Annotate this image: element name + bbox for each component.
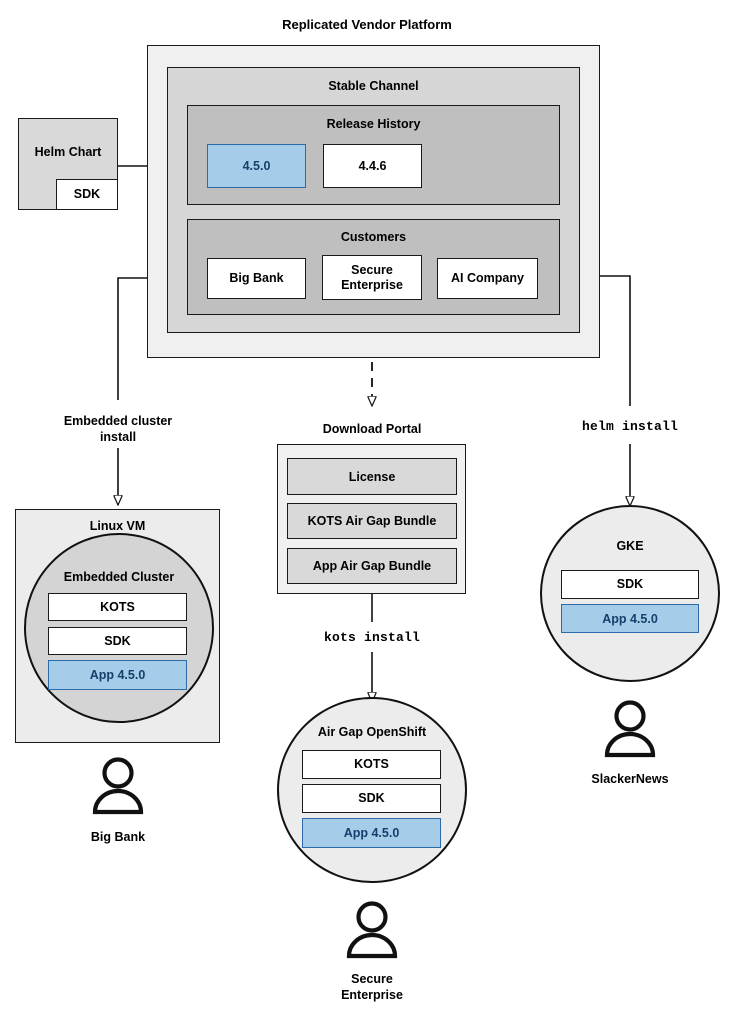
customer-secure-enterprise-line1: Secure [351, 263, 393, 278]
release-history-title: Release History [326, 117, 421, 131]
release-4-4-6[interactable]: 4.4.6 [323, 144, 422, 188]
artifact-license[interactable]: License [287, 458, 457, 495]
linux-vm-component-kots[interactable]: KOTS [48, 593, 187, 621]
stable-channel-title: Stable Channel [328, 79, 419, 93]
actor-icon-slackernews [604, 700, 656, 758]
artifact-kots-air-gap-bundle[interactable]: KOTS Air Gap Bundle [287, 503, 457, 539]
customers-title: Customers [340, 230, 407, 244]
download-portal-title: Download Portal [322, 422, 422, 436]
gke-component-app[interactable]: App 4.5.0 [561, 604, 699, 633]
openshift-component-sdk[interactable]: SDK [302, 784, 441, 813]
linux-vm-title: Linux VM [89, 519, 146, 533]
artifact-app-air-gap-bundle[interactable]: App Air Gap Bundle [287, 548, 457, 584]
linux-vm-component-sdk[interactable]: SDK [48, 627, 187, 655]
openshift-component-app[interactable]: App 4.5.0 [302, 818, 441, 848]
gke-title: GKE [616, 539, 644, 553]
helm-chart-sdk-box[interactable]: SDK [56, 179, 118, 210]
actor-label-secure-enterprise-line1: Secure [351, 972, 393, 986]
air-gap-openshift-title: Air Gap OpenShift [317, 725, 427, 739]
actor-label-secure-enterprise-line2: Enterprise [341, 987, 403, 1002]
page-title: Replicated Vendor Platform [282, 17, 452, 32]
edge-label-embedded-install-line2: install [99, 429, 137, 444]
actor-label-secure-enterprise: Secure Enterprise [292, 972, 452, 1003]
edge-label-embedded-install-line1: Embedded cluster [63, 414, 173, 428]
helm-chart-label: Helm Chart [34, 145, 102, 159]
linux-vm-component-app[interactable]: App 4.5.0 [48, 660, 187, 690]
customer-ai-company[interactable]: AI Company [437, 258, 538, 299]
customer-big-bank[interactable]: Big Bank [207, 258, 306, 299]
embedded-cluster-title: Embedded Cluster [63, 570, 175, 584]
customer-secure-enterprise-line2: Enterprise [341, 277, 403, 292]
edge-label-helm-install: helm install [581, 419, 678, 434]
release-4-5-0[interactable]: 4.5.0 [207, 144, 306, 188]
edge-label-kots-install: kots install [323, 630, 420, 645]
openshift-component-kots[interactable]: KOTS [302, 750, 441, 779]
gke-component-sdk[interactable]: SDK [561, 570, 699, 599]
actor-icon-secure-enterprise [346, 901, 398, 959]
customer-secure-enterprise[interactable]: Secure Enterprise [322, 255, 422, 300]
actor-label-big-bank: Big Bank [90, 830, 146, 844]
edge-label-embedded-install: Embedded cluster install [38, 414, 198, 445]
actor-icon-big-bank [92, 757, 144, 815]
actor-label-slackernews: SlackerNews [591, 772, 669, 786]
